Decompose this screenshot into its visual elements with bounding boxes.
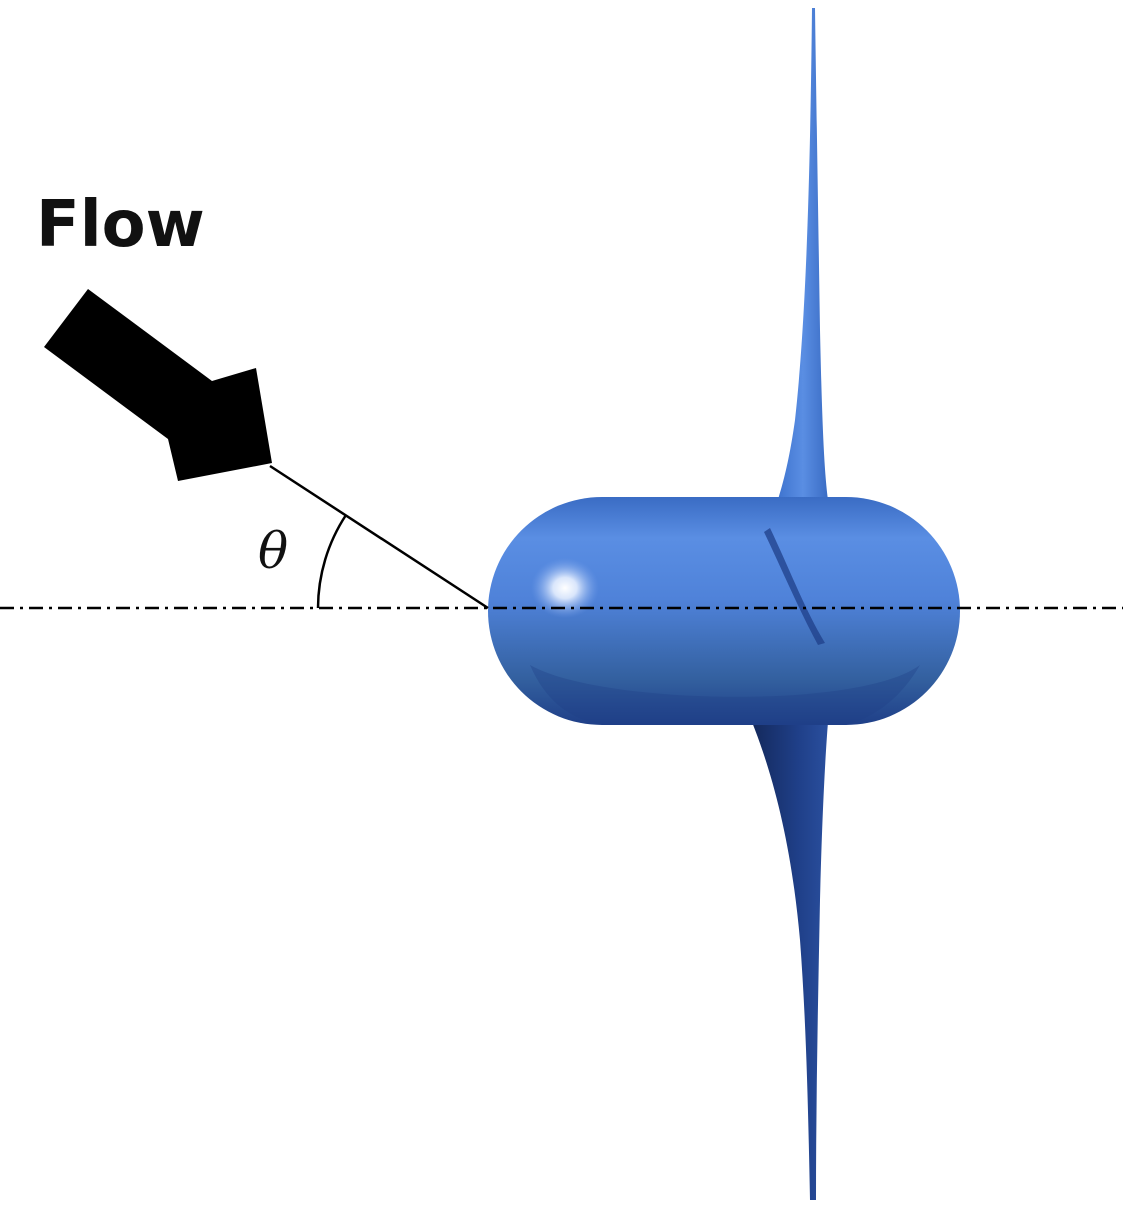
capsule-shadow bbox=[530, 665, 920, 724]
angle-arc bbox=[316, 514, 348, 609]
top-fin bbox=[778, 8, 828, 500]
capsule-highlight bbox=[531, 558, 599, 618]
angle-label: θ bbox=[258, 522, 288, 580]
fin-seam bbox=[764, 528, 825, 645]
capsule-body bbox=[488, 497, 960, 725]
flow-direction-line bbox=[269, 464, 489, 610]
flow-arrow-icon bbox=[44, 289, 272, 481]
bottom-fin bbox=[752, 722, 828, 1200]
flow-label: Flow bbox=[36, 188, 205, 262]
